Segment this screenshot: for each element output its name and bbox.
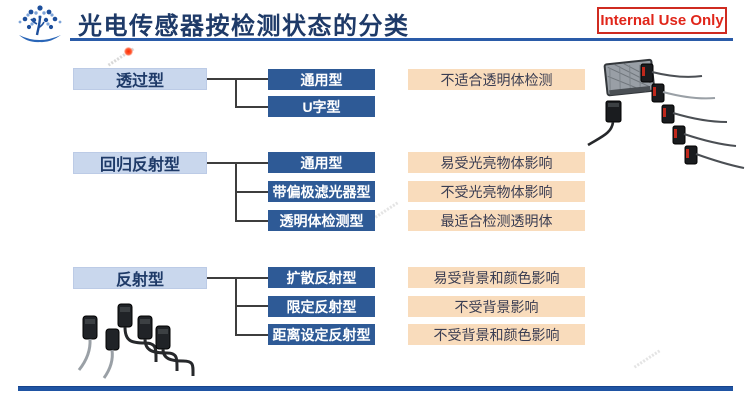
note-box: 不适合透明体检测 — [408, 69, 585, 90]
note-box: 最适合检测透明体 — [408, 210, 585, 231]
child-box: 扩散反射型 — [268, 267, 375, 288]
note-box: 不受背景影响 — [408, 296, 585, 317]
watermark-red-dot-icon — [124, 47, 133, 56]
sensor-array-with-reflector-image — [587, 58, 745, 169]
note-box: 易受光亮物体影响 — [408, 152, 585, 173]
child-box: 限定反射型 — [268, 296, 375, 317]
parent-box-retroreflective: 回归反射型 — [73, 152, 207, 174]
child-box: U字型 — [268, 96, 375, 117]
child-box: 带偏极滤光器型 — [268, 181, 375, 202]
sensor-cluster-image — [77, 303, 195, 379]
note-box: 易受背景和颜色影响 — [408, 267, 585, 288]
child-box: 通用型 — [268, 152, 375, 173]
page-title: 光电传感器按检测状态的分类 — [78, 13, 410, 40]
child-box: 距离设定反射型 — [268, 324, 375, 345]
note-box: 不受背景和颜色影响 — [408, 324, 585, 345]
internal-use-badge: Internal Use Only — [597, 7, 727, 34]
child-box: 通用型 — [268, 69, 375, 90]
watermark-mark — [628, 342, 666, 376]
title-underline — [70, 38, 733, 41]
child-box: 透明体检测型 — [268, 210, 375, 231]
footer-bar — [18, 386, 733, 391]
watermark-mark — [366, 194, 404, 228]
tree-book-logo-icon — [18, 5, 62, 43]
parent-box-reflective: 反射型 — [73, 267, 207, 289]
parent-box-through-beam: 透过型 — [73, 68, 207, 90]
note-box: 不受光亮物体影响 — [408, 181, 585, 202]
